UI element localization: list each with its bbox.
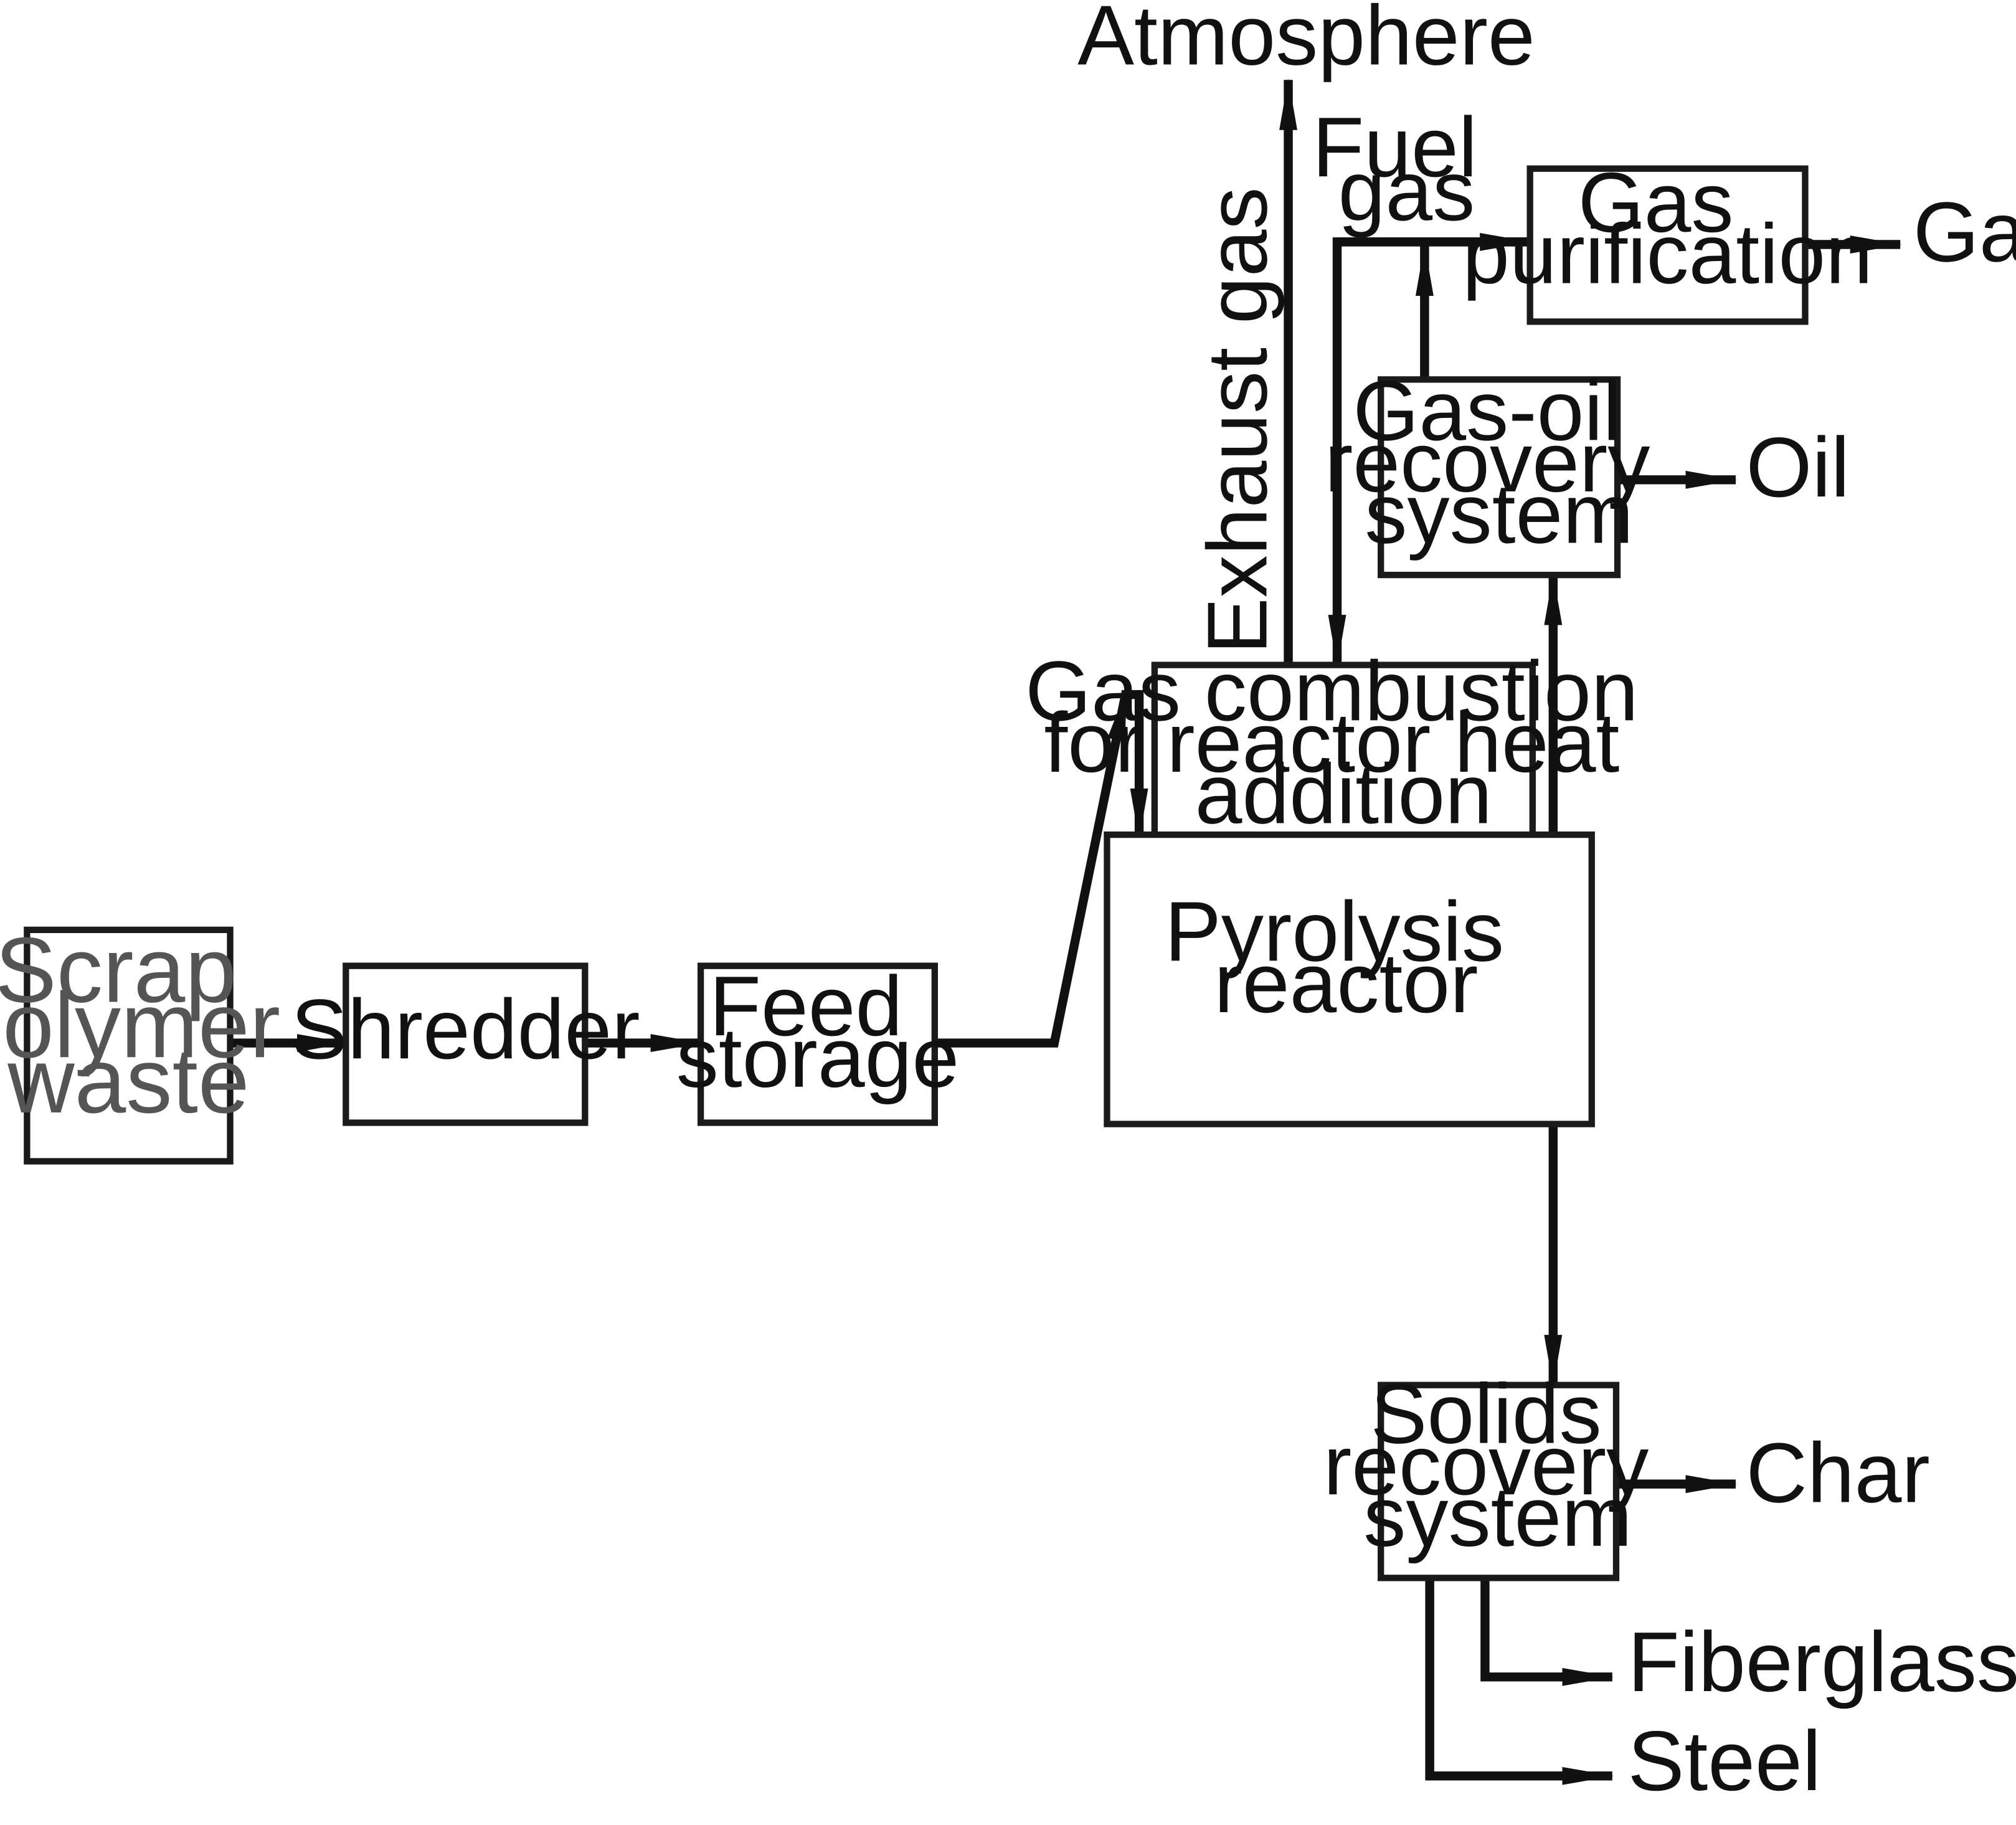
svg-text:Shredder: Shredder xyxy=(291,982,640,1076)
node-pyrolysis-reactor: Pyrolysis reactor xyxy=(1104,831,1595,1127)
node-scrap-line-1: Scrap xyxy=(0,918,237,1022)
label-gas-output: Gas xyxy=(1913,184,2016,279)
node-shredder-label: Shredder xyxy=(291,982,640,1076)
label-exhaust-gas: Exhaust gas xyxy=(1190,187,1284,654)
svg-text:Feed storage: Feed storage xyxy=(676,959,959,1105)
label-oil-output: Oil xyxy=(1746,420,1850,514)
label-atmosphere: Atmosphere xyxy=(1077,0,1535,83)
node-gas-oil-line-1: Gas-oil xyxy=(1353,363,1622,458)
label-char-output: Char xyxy=(1746,1426,1929,1520)
label-fuel-gas-line-2: gas xyxy=(1338,143,1475,238)
flow-feed-storage-to-reactor xyxy=(935,689,1131,1048)
node-gas-combustion-line-2: for reactor heat xyxy=(1044,695,1619,790)
node-gas-combustion-line-3: addition xyxy=(1195,747,1492,841)
node-gas-purification-line-2: purification xyxy=(1462,206,1873,301)
node-gas-combustion-line-1: Gas combustion xyxy=(1025,643,1638,738)
node-gas-oil-recovery-system: Gas-oil recovery system xyxy=(1325,363,1673,579)
node-scrap-line-3: waste xyxy=(7,1029,249,1132)
node-gas-oil-line-2: recovery xyxy=(1325,415,1650,510)
node-pyrolysis-reactor-line-2: reactor xyxy=(1214,936,1478,1030)
node-feed-storage-line-1: Feed xyxy=(709,959,903,1053)
svg-text:Pyrolysis reactor: Pyrolysis reactor xyxy=(1165,884,1528,1030)
label-steel-output: Steel xyxy=(1628,1714,1822,1808)
svg-text:Solids recovery sy: Solids recovery system xyxy=(1323,1367,1672,1564)
node-feed-storage-line-2: storage xyxy=(676,1010,959,1105)
node-solids-line-3: system xyxy=(1363,1469,1632,1564)
label-fiberglass-output: Fiberglass xyxy=(1628,1614,2016,1709)
flow-solids-to-steel xyxy=(1425,1579,1614,1785)
node-pyrolysis-reactor-line-1: Pyrolysis xyxy=(1165,884,1504,979)
svg-text:Gas combustion for react: Gas combustion for reactor heat addition xyxy=(1025,643,1662,841)
node-gas-purification: Gas purification xyxy=(1462,155,1873,325)
node-solids-line-1: Solids xyxy=(1371,1367,1602,1461)
node-solids-recovery-system: Solids recovery system xyxy=(1323,1367,1672,1581)
node-gas-combustion: Gas combustion for reactor heat addition xyxy=(1025,643,1662,841)
node-gas-oil-line-3: system xyxy=(1365,466,1634,561)
label-fuel-gas-line-1: Fuel xyxy=(1312,100,1477,194)
node-solids-line-2: recovery xyxy=(1323,1418,1649,1512)
flow-reactor-feed-inlet xyxy=(1126,690,1148,840)
node-feed-storage: Feed storage xyxy=(676,959,959,1126)
flow-solids-to-fiberglass xyxy=(1480,1579,1614,1686)
node-shredder: Shredder xyxy=(291,962,640,1126)
svg-text:Gas purification: Gas purification xyxy=(1462,155,1873,301)
label-fuel-gas: Fuel gas xyxy=(1312,100,1501,238)
svg-text:Gas-oil recovery s: Gas-oil recovery system xyxy=(1325,363,1673,561)
node-gas-purification-line-1: Gas xyxy=(1578,155,1734,250)
